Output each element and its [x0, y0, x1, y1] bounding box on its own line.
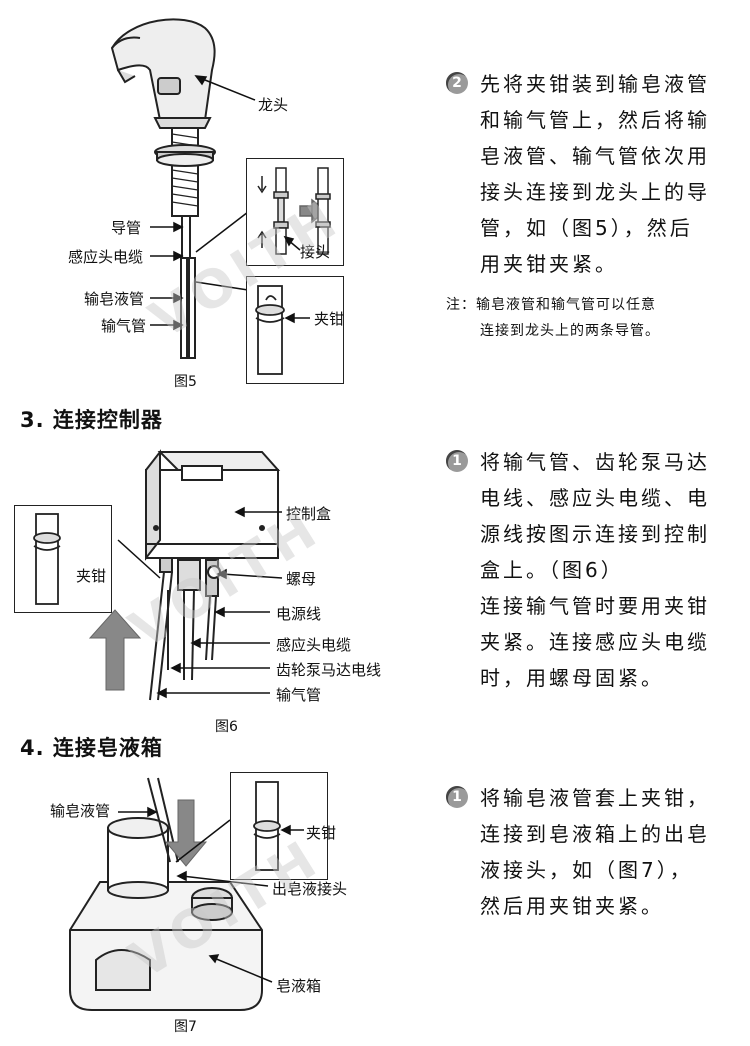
step2-line: 管，如（图5），然后 — [480, 216, 693, 240]
label-clamp-fig7: 夹钳 — [306, 824, 337, 842]
label-outlet: 出皂液接头 — [272, 880, 348, 898]
section4-step-line: 然后用夹钳夹紧。 — [480, 894, 664, 918]
label-nut: 螺母 — [286, 570, 317, 588]
note-line: 注：输皂液管和输气管可以任意 — [446, 297, 656, 313]
section3-step-line: 时，用螺母固紧。 — [480, 666, 664, 690]
step2-line: 用夹钳夹紧。 — [480, 252, 618, 276]
step2-line: 皂液管、输气管依次用 — [480, 144, 710, 168]
label-connector: 接头 — [300, 243, 331, 261]
section4-step-number-badge: 1 — [446, 786, 468, 808]
label-clamp-fig5: 夹钳 — [314, 310, 345, 328]
caption-figure5: 图5 — [174, 374, 197, 390]
label-sensor-cable-fig6: 感应头电缆 — [276, 636, 352, 654]
label-guide-tube: 导管 — [111, 219, 142, 237]
section3-step-line: 电线、感应头电缆、电 — [480, 486, 710, 510]
label-air-tube: 输气管 — [101, 317, 147, 335]
label-control-box: 控制盒 — [286, 505, 332, 523]
clamp-detail-box-fig6 — [14, 505, 112, 613]
label-sensor-cable: 感应头电缆 — [68, 248, 144, 266]
label-clamp-fig6: 夹钳 — [76, 567, 107, 585]
label-power-cord: 电源线 — [276, 605, 322, 623]
label-faucet: 龙头 — [258, 96, 289, 114]
note-block: 注：输皂液管和输气管可以任意 连接到龙头上的两条导管。 — [446, 292, 660, 344]
section4-heading: 4. 连接皂液箱 — [20, 736, 163, 760]
section3-step-number-badge: 1 — [446, 450, 468, 472]
label-gear-pump-wire: 齿轮泵马达电线 — [276, 661, 382, 679]
caption-figure7: 图7 — [174, 1019, 197, 1035]
step2-number-badge: 2 — [446, 72, 468, 94]
label-soap-box: 皂液箱 — [276, 977, 322, 995]
note-line: 连接到龙头上的两条导管。 — [480, 323, 660, 339]
section3-heading: 3. 连接控制器 — [20, 408, 163, 432]
label-air-tube-fig6: 输气管 — [276, 686, 322, 704]
step2-line: 接头连接到龙头上的导 — [480, 180, 710, 204]
step2-line: 和输气管上，然后将输 — [480, 108, 710, 132]
section3-step-line: 连接输气管时要用夹钳 — [480, 594, 710, 618]
section4-step-line: 液接头，如（图7）， — [480, 858, 693, 882]
label-soap-tube: 输皂液管 — [84, 290, 145, 308]
section4-step-line: 连接到皂液箱上的出皂 — [480, 822, 710, 846]
section3-step-line: 盒上。（图6） — [480, 558, 624, 582]
label-soap-tube-fig7: 输皂液管 — [50, 802, 111, 820]
section3-step-line: 夹紧。连接感应头电缆 — [480, 630, 710, 654]
caption-figure6: 图6 — [215, 719, 238, 735]
section3-step-line: 源线按图示连接到控制 — [480, 522, 710, 546]
